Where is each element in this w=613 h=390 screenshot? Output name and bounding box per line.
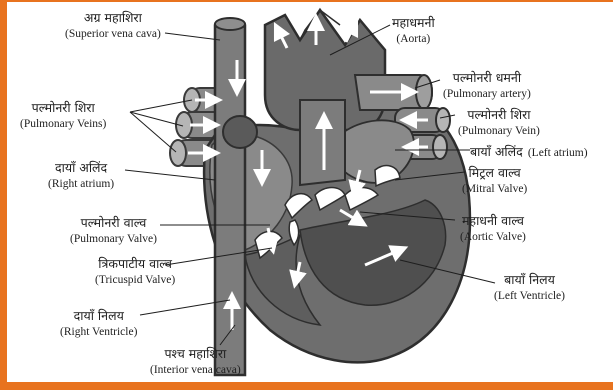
label-mitral-valve-hi: मिट्रल वाल्व: [462, 165, 527, 181]
label-aorta-en: (Aorta): [392, 31, 435, 47]
label-left-atrium-en: (Left atrium): [528, 147, 588, 159]
label-mitral-valve: मिट्रल वाल्व (Mitral Valve): [462, 165, 527, 197]
label-aorta: महाधमनी (Aorta): [392, 15, 435, 47]
label-aortic-valve-en: (Aortic Valve): [460, 229, 526, 245]
label-pulmonary-artery-en: (Pulmonary artery): [443, 86, 531, 102]
label-pulmonary-veins-left-hi: पल्मोनरी शिरा: [20, 100, 106, 116]
label-pulmonary-vein-right-hi: पल्मोनरी शिरा: [458, 107, 540, 123]
label-right-atrium-hi: दायाँ अलिंद: [48, 160, 114, 176]
label-right-ventricle-hi: दायाँ निलय: [60, 308, 137, 324]
label-inferior-vena-cava: पश्च महाशिरा (Interior vena cava): [150, 346, 241, 378]
label-aortic-valve-hi: महाधनी वाल्व: [460, 213, 526, 229]
label-pulmonary-artery: पल्मोनरी धमनी (Pulmonary artery): [443, 70, 531, 102]
label-pulmonary-veins-left-en: (Pulmonary Veins): [20, 116, 106, 132]
label-pulmonary-vein-right: पल्मोनरी शिरा (Pulmonary Vein): [458, 107, 540, 139]
label-right-ventricle: दायाँ निलय (Right Ventricle): [60, 308, 137, 340]
label-pulmonary-valve-en: (Pulmonary Valve): [70, 231, 157, 247]
label-pulmonary-vein-right-en: (Pulmonary Vein): [458, 123, 540, 139]
label-pulmonary-artery-hi: पल्मोनरी धमनी: [443, 70, 531, 86]
label-aortic-valve: महाधनी वाल्व (Aortic Valve): [460, 213, 526, 245]
label-pulmonary-valve-hi: पल्मोनरी वाल्व: [70, 215, 157, 231]
label-left-ventricle-hi: बायाँ निलय: [494, 272, 565, 288]
vena-cava-shape: [215, 20, 245, 375]
label-pulmonary-veins-left: पल्मोनरी शिरा (Pulmonary Veins): [20, 100, 106, 132]
label-right-atrium: दायाँ अलिंद (Right atrium): [48, 160, 114, 192]
label-inferior-vena-cava-hi: पश्च महाशिरा: [150, 346, 241, 362]
label-right-ventricle-en: (Right Ventricle): [60, 324, 137, 340]
label-superior-vena-cava-hi: अग्र महाशिरा: [65, 10, 161, 26]
label-superior-vena-cava: अग्र महाशिरा (Superior vena cava): [65, 10, 161, 42]
label-superior-vena-cava-en: (Superior vena cava): [65, 26, 161, 42]
label-mitral-valve-en: (Mitral Valve): [462, 181, 527, 197]
label-tricuspid-valve-hi: त्रिकपाटीय वाल्व: [95, 256, 175, 272]
label-left-ventricle-en: (Left Ventricle): [494, 288, 565, 304]
label-pulmonary-valve: पल्मोनरी वाल्व (Pulmonary Valve): [70, 215, 157, 247]
label-aorta-hi: महाधमनी: [392, 15, 435, 31]
label-tricuspid-valve: त्रिकपाटीय वाल्व (Tricuspid Valve): [95, 256, 175, 288]
label-tricuspid-valve-en: (Tricuspid Valve): [95, 272, 175, 288]
label-inferior-vena-cava-en: (Interior vena cava): [150, 362, 241, 378]
label-right-atrium-en: (Right atrium): [48, 176, 114, 192]
label-left-ventricle: बायाँ निलय (Left Ventricle): [494, 272, 565, 304]
label-left-atrium-hi: बायाँ अलिंद: [470, 144, 523, 159]
label-left-atrium: बायाँ अलिंद (Left atrium): [470, 143, 588, 161]
